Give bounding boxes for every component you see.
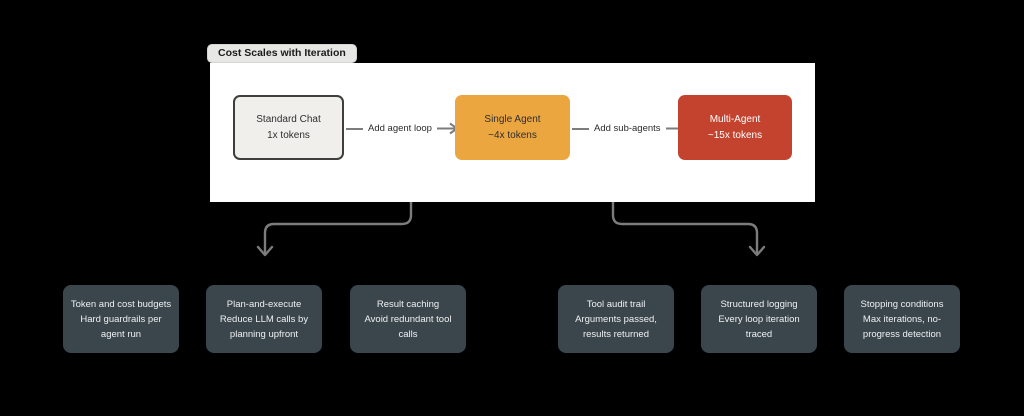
node-multi-agent-tokens: ~15x tokens [707, 129, 763, 141]
card-plan-and-execute: Plan-and-execute Reduce LLM calls by pla… [206, 285, 322, 353]
node-standard-chat-title: Standard Chat [256, 114, 321, 125]
arrow-line [346, 127, 363, 130]
node-multi-agent: Multi-Agent ~15x tokens [678, 95, 792, 160]
arrow-down-icon [748, 245, 766, 257]
node-multi-agent-title: Multi-Agent [709, 114, 761, 125]
card-description: Avoid redundant tool calls [364, 313, 452, 340]
arrow-add-agent-loop: Add agent loop [346, 122, 459, 135]
card-structured-logging: Structured logging Every loop iteration … [701, 285, 817, 353]
card-title: Stopping conditions [860, 298, 944, 310]
card-token-budgets: Token and cost budgets Hard guardrails p… [63, 285, 179, 353]
arrow-down-icon [256, 245, 274, 257]
card-result-caching: Result caching Avoid redundant tool call… [350, 285, 466, 353]
card-tool-audit-trail: Tool audit trail Arguments passed, resul… [558, 285, 674, 353]
card-description: Hard guardrails per agent run [80, 313, 162, 340]
card-stopping-conditions: Stopping conditions Max iterations, no-p… [844, 285, 960, 353]
card-title: Result caching [376, 298, 440, 310]
node-single-agent-title: Single Agent [484, 114, 541, 125]
card-title: Plan-and-execute [226, 298, 302, 310]
node-standard-chat: Standard Chat 1x tokens [233, 95, 344, 160]
card-title: Tool audit trail [586, 298, 646, 310]
arrow-label: Add sub-agents [594, 123, 661, 134]
card-title: Structured logging [720, 298, 798, 310]
diagram-title-chip: Cost Scales with Iteration [207, 44, 357, 63]
arrow-line [572, 127, 589, 130]
node-single-agent: Single Agent ~4x tokens [455, 95, 570, 160]
card-description: Reduce LLM calls by planning upfront [219, 313, 309, 340]
node-single-agent-tokens: ~4x tokens [488, 129, 537, 141]
card-description: Max iterations, no-progress detection [862, 313, 942, 340]
node-standard-chat-tokens: 1x tokens [267, 129, 310, 141]
elbow-connector-right [611, 200, 759, 255]
cost-scale-panel: Standard Chat 1x tokens Add agent loop S… [210, 63, 815, 202]
arrow-label: Add agent loop [368, 123, 432, 134]
elbow-connector-left [263, 200, 413, 255]
card-title: Token and cost budgets [70, 298, 172, 310]
arrow-add-sub-agents: Add sub-agents [572, 122, 688, 135]
card-description: Every loop iteration traced [718, 313, 800, 340]
card-description: Arguments passed, results returned [575, 313, 657, 340]
